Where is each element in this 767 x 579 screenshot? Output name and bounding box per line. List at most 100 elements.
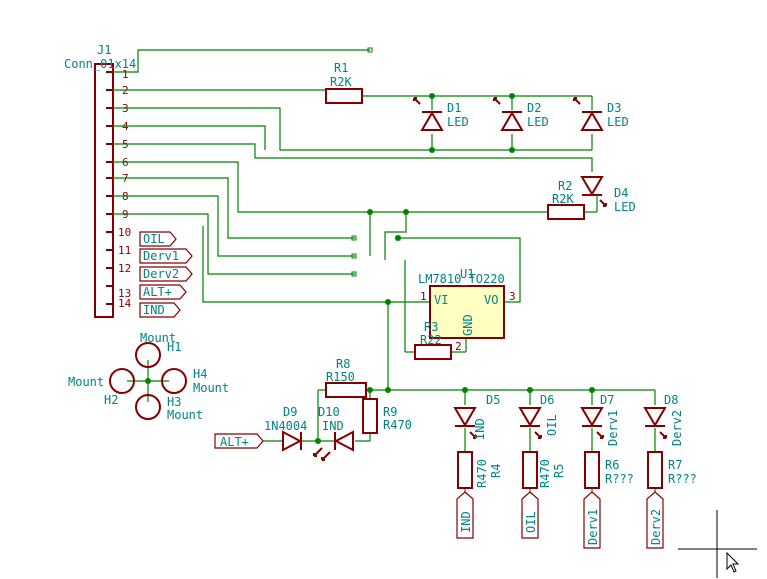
- led-d6[interactable]: D6 OIL: [518, 393, 559, 439]
- r9-value: R470: [383, 418, 412, 432]
- global-label-ind: [139, 302, 181, 318]
- alt-label-text: ALT+: [220, 435, 249, 449]
- diode-d9[interactable]: D9 1N4004: [264, 405, 307, 452]
- resistor-r9[interactable]: R9 R470: [362, 398, 412, 434]
- led-d7[interactable]: D7 Derv1: [580, 393, 620, 446]
- d3-value: LED: [607, 115, 629, 129]
- d7-value: Derv1: [606, 410, 620, 446]
- resistor-r3[interactable]: R3 R22 2: [414, 320, 462, 360]
- bottom-label-ind: IND: [459, 511, 473, 533]
- resistor-r7[interactable]: R7 R???: [647, 451, 697, 489]
- j1-body: [94, 63, 114, 318]
- j1-pin-stub: [106, 285, 113, 287]
- global-label-derv1: [139, 248, 193, 264]
- led-d8[interactable]: D8 Derv2: [643, 393, 684, 446]
- r8-ref: R8: [336, 357, 350, 371]
- r7-value: R???: [668, 472, 697, 486]
- global-label-alt: [139, 284, 187, 300]
- r6-value: R???: [605, 472, 634, 486]
- d9-ref: D9: [283, 405, 297, 419]
- led-d1[interactable]: D1 LED: [413, 97, 469, 131]
- j1-pin-number: 12: [118, 262, 131, 275]
- d8-ref: D8: [664, 393, 678, 407]
- r1-value: R2K: [330, 75, 352, 89]
- r4-value: R470: [475, 459, 489, 488]
- resistor-r1[interactable]: R1 R2K: [325, 61, 363, 104]
- j1-pin-stub: [106, 267, 113, 269]
- d6-value: OIL: [545, 414, 559, 436]
- h3-value: Mount: [167, 408, 203, 422]
- junctions: [145, 93, 595, 444]
- led-d5[interactable]: D5 IND: [453, 393, 500, 440]
- resistor-r8[interactable]: R8 R150: [325, 357, 367, 398]
- r2-ref: R2: [558, 179, 572, 193]
- d2-value: LED: [527, 115, 549, 129]
- h1-ref: H1: [167, 340, 181, 354]
- label-text: Derv1: [143, 249, 179, 263]
- mounting-holes: Mount H1 Mount H2 H4 Mount H3 Mount: [68, 331, 229, 422]
- d9-value: 1N4004: [264, 419, 307, 433]
- label-text: ALT+: [143, 285, 172, 299]
- j1-value: Conn_01x14: [64, 57, 136, 71]
- d4-ref: D4: [614, 186, 628, 200]
- bottom-label-derv1: Derv1: [586, 509, 600, 545]
- h2-value: Mount: [68, 375, 104, 389]
- global-label-oil: [139, 231, 177, 247]
- resistor-r4[interactable]: R470 R4: [457, 451, 503, 489]
- led-d2[interactable]: D2 LED: [493, 97, 549, 131]
- j1-pin-number: 13: [118, 287, 131, 300]
- r3-pin: 2: [455, 340, 462, 353]
- d1-value: LED: [447, 115, 469, 129]
- j1-pin-number: 14: [118, 297, 132, 310]
- d5-value: IND: [473, 418, 487, 440]
- r2-value: R2K: [552, 192, 574, 206]
- d8-value: Derv2: [670, 410, 684, 446]
- resistor-r6[interactable]: R6 R???: [584, 451, 634, 489]
- r4-ref: R4: [489, 464, 503, 478]
- r5-value: R470: [538, 459, 552, 488]
- label-text: Derv2: [143, 267, 179, 281]
- u1-vi: VI: [434, 293, 448, 307]
- d10-ref: D10: [318, 405, 340, 419]
- global-label-derv2: [139, 266, 193, 282]
- u1-pin-vo: 3: [509, 290, 516, 303]
- resistor-r2[interactable]: R2 R2K: [547, 179, 585, 220]
- j1-pin-stub: [106, 195, 113, 197]
- u1-value: LM7810_TO220: [418, 272, 505, 286]
- r8-value: R150: [326, 370, 355, 384]
- d2-ref: D2: [527, 101, 541, 115]
- r6-ref: R6: [605, 458, 619, 472]
- u1-vo: VO: [484, 293, 498, 307]
- d7-ref: D7: [600, 393, 614, 407]
- j1-pin-stub: [106, 89, 113, 91]
- d1-ref: D1: [447, 101, 461, 115]
- r7-ref: R7: [668, 458, 682, 472]
- j1-pin-stub: [106, 107, 113, 109]
- label-text: OIL: [143, 232, 165, 246]
- connector-j1[interactable]: J1 Conn_01x14 1 2 3 4 5 6 7 8 9 10 11 12…: [64, 43, 136, 318]
- r5-ref: R5: [552, 464, 566, 478]
- j1-pin-number: 10: [118, 226, 131, 239]
- h4-value: Mount: [193, 381, 229, 395]
- led-d3[interactable]: D3 LED: [573, 97, 629, 131]
- bottom-label-oil: OIL: [524, 511, 538, 533]
- d4-value: LED: [614, 200, 636, 214]
- r1-ref: R1: [334, 61, 348, 75]
- led-d4[interactable]: D4 LED: [580, 176, 636, 214]
- d5-ref: D5: [486, 393, 500, 407]
- r3-value: R22: [420, 333, 442, 347]
- resistor-r5[interactable]: R470 R5: [522, 451, 566, 489]
- h1-value: Mount: [140, 331, 176, 345]
- alt-label: ALT+: [214, 433, 264, 449]
- u1-ref: U1: [460, 267, 474, 281]
- regulator-u1[interactable]: LM7810_TO220 U1 VI VO GND 1 3: [418, 267, 516, 339]
- j1-pin-stub: [106, 125, 113, 127]
- connector-labels: OIL Derv1 Derv2 ALT+ IND: [139, 231, 193, 318]
- bottom-labels: IND OIL Derv1 Derv2: [456, 491, 664, 549]
- no-connect-flags: [351, 47, 401, 277]
- led-d10[interactable]: D10 IND: [313, 405, 354, 461]
- d6-ref: D6: [540, 393, 554, 407]
- d10-value: IND: [322, 419, 344, 433]
- r3-ref: R3: [424, 320, 438, 334]
